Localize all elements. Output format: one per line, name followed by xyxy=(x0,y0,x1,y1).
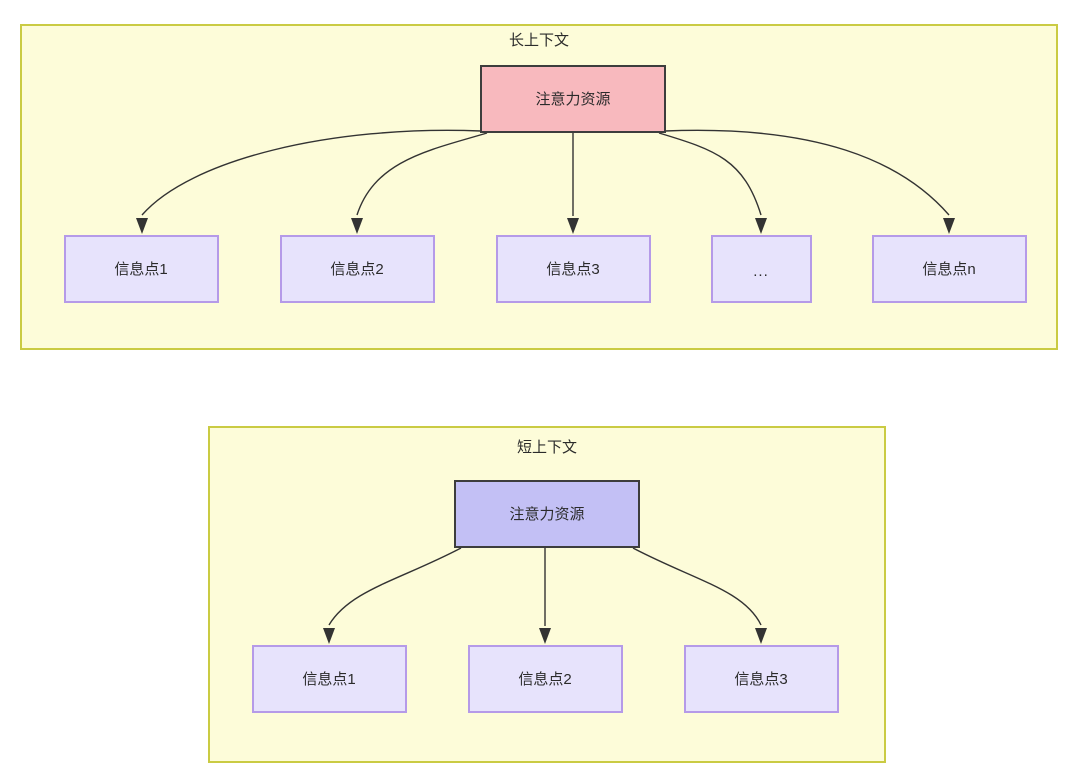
node-leaf-long-3[interactable]: 信息点3 xyxy=(496,235,651,303)
node-leaf-long-ellipsis[interactable]: ... xyxy=(711,235,812,303)
node-leaf-short-1[interactable]: 信息点1 xyxy=(252,645,407,713)
arrow-head-leaf-ellipsis xyxy=(755,218,767,234)
node-leaf-long-n-label: 信息点n xyxy=(922,261,975,278)
node-leaf-long-3-rect[interactable] xyxy=(496,235,651,303)
edge-root-to-leaf-ellipsis xyxy=(658,132,762,216)
node-leaf-long-1[interactable]: 信息点1 xyxy=(64,235,219,303)
node-root-short-context[interactable]: 注意力资源 xyxy=(454,480,640,548)
node-leaf-long-1-label: 信息点1 xyxy=(114,261,167,278)
group-short-context: 短上下文 注意力资源 信息点1 信息点 xyxy=(208,426,886,763)
node-leaf-long-n-rect[interactable] xyxy=(872,235,1027,303)
node-leaf-long-1-rect[interactable] xyxy=(64,235,219,303)
edge-root-to-leaf-1 xyxy=(141,129,482,216)
node-leaf-long-n[interactable]: 信息点n xyxy=(872,235,1027,303)
node-root-short-context-label: 注意力资源 xyxy=(509,505,584,523)
arrow-head-leaf-1 xyxy=(136,218,148,234)
node-leaf-short-3-rect[interactable] xyxy=(684,645,839,713)
arrow-head-short-leaf-1 xyxy=(323,628,335,644)
arrow-head-leaf-n xyxy=(943,218,955,234)
node-leaf-short-2-rect[interactable] xyxy=(468,645,623,713)
edge-short-root-to-leaf-3 xyxy=(632,547,762,626)
container-title-short-context: 短上下文 xyxy=(517,439,577,456)
group-long-context: 长上下文 注意力资源 信息 xyxy=(20,24,1058,350)
node-leaf-long-ellipsis-rect[interactable] xyxy=(711,235,812,303)
edge-short-root-to-leaf-1 xyxy=(328,547,462,626)
node-leaf-short-2-label: 信息点2 xyxy=(518,671,571,688)
edges-short-context xyxy=(323,547,767,644)
node-leaf-short-1-rect[interactable] xyxy=(252,645,407,713)
node-leaf-short-2[interactable]: 信息点2 xyxy=(468,645,623,713)
node-leaf-short-3[interactable]: 信息点3 xyxy=(684,645,839,713)
node-root-long-context-rect[interactable] xyxy=(480,65,666,133)
arrow-head-leaf-2 xyxy=(351,218,363,234)
edge-root-to-leaf-n xyxy=(664,129,950,216)
node-leaf-short-3-label: 信息点3 xyxy=(734,671,787,688)
node-leaf-long-ellipsis-label: ... xyxy=(753,263,769,280)
edge-root-to-leaf-2 xyxy=(356,132,488,216)
node-leaf-long-2[interactable]: 信息点2 xyxy=(280,235,435,303)
node-leaf-short-1-label: 信息点1 xyxy=(302,671,355,688)
node-leaf-long-2-rect[interactable] xyxy=(280,235,435,303)
node-leaf-long-2-label: 信息点2 xyxy=(330,261,383,278)
node-root-long-context[interactable]: 注意力资源 xyxy=(480,65,666,133)
node-root-long-context-label: 注意力资源 xyxy=(535,90,610,108)
container-title-long-context: 长上下文 xyxy=(509,32,569,49)
arrow-head-short-leaf-3 xyxy=(755,628,767,644)
arrow-head-leaf-3 xyxy=(567,218,579,234)
arrow-head-short-leaf-2 xyxy=(539,628,551,644)
node-root-short-context-rect[interactable] xyxy=(454,480,640,548)
edges-long-context xyxy=(136,129,955,234)
node-leaf-long-3-label: 信息点3 xyxy=(546,261,599,278)
